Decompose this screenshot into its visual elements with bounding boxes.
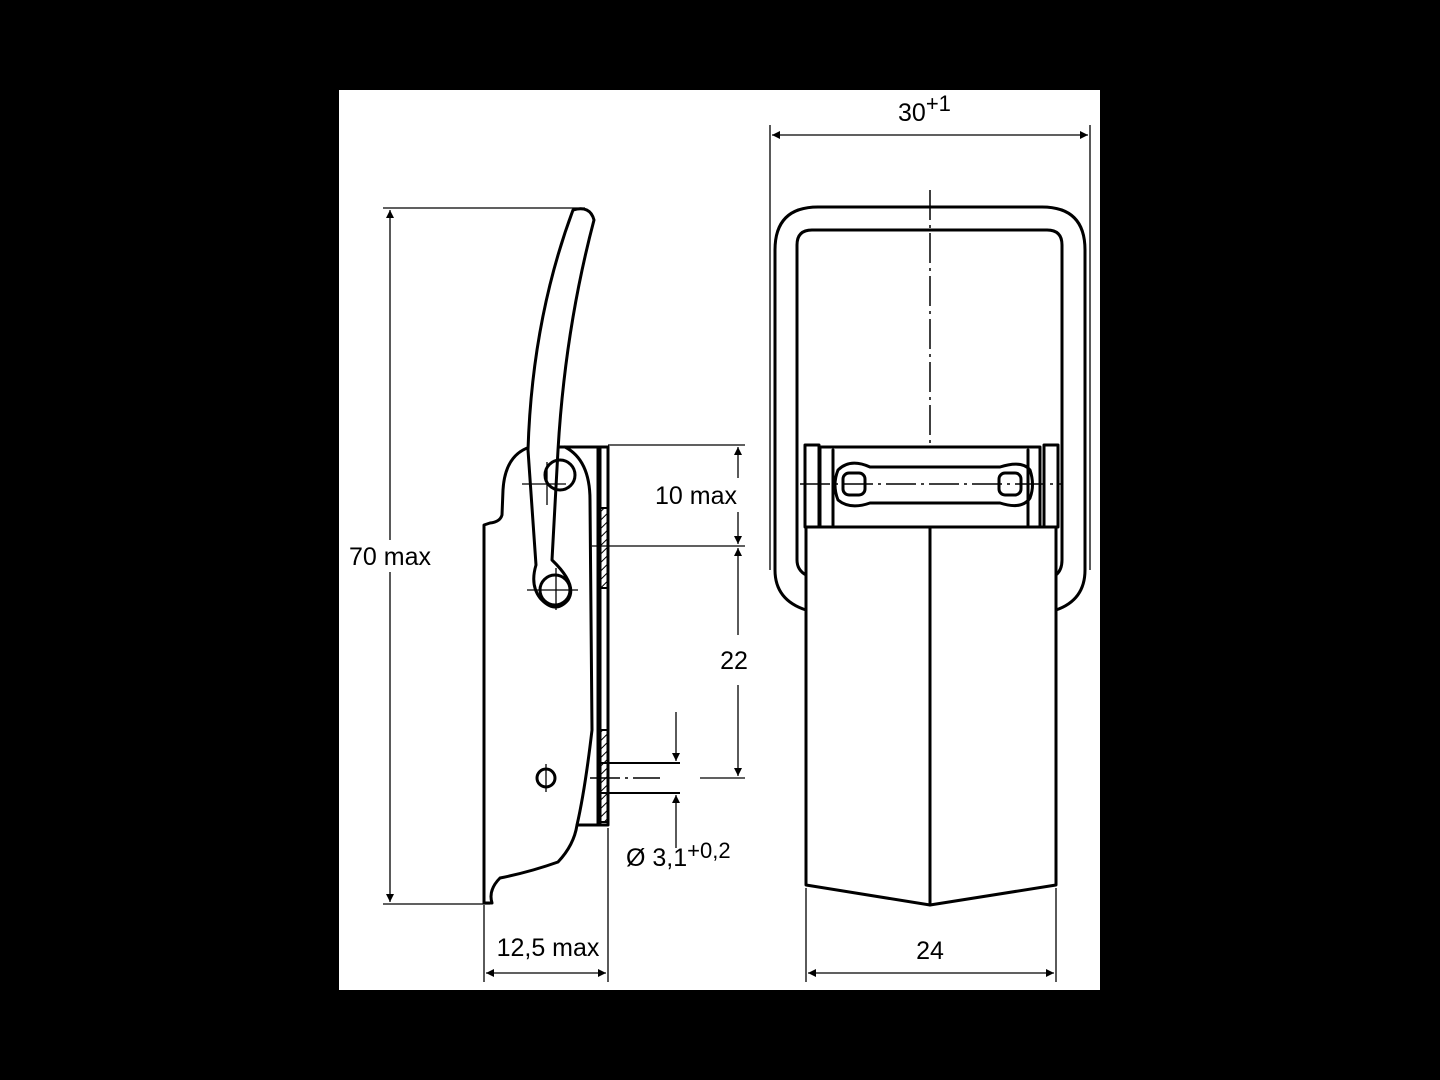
mounting-plate [596,445,610,827]
width-dimension-label: 30+1 [898,91,951,127]
dimension-lines-side [383,207,745,982]
hinge-link [833,461,1034,508]
pivot-hole-top [543,458,577,492]
latch-body-edge [563,445,594,827]
plate-width-dimension-label: 24 [916,937,944,965]
hole-spacing-dimension-label: 22 [720,647,748,675]
hatched-section-top [597,507,609,589]
side-view: 70 max 10 max 22 Ø 3,1+0,2 12,5 max [349,207,748,982]
hatched-section-bottom [597,729,609,823]
bail-loop-inner [795,228,1064,577]
depth-dimension-label: 12,5 max [497,934,600,962]
pin [590,762,680,794]
hole-center-marks [522,462,578,792]
height-dimension-label: 70 max [349,543,431,571]
latch-body-outline [482,445,610,905]
front-view: 30+1 24 [769,91,1091,982]
dimension-lines-front [769,125,1091,982]
hole-diameter-label: Ø 3,1+0,2 [626,838,731,872]
top-offset-dimension-label: 10 max [655,482,737,510]
